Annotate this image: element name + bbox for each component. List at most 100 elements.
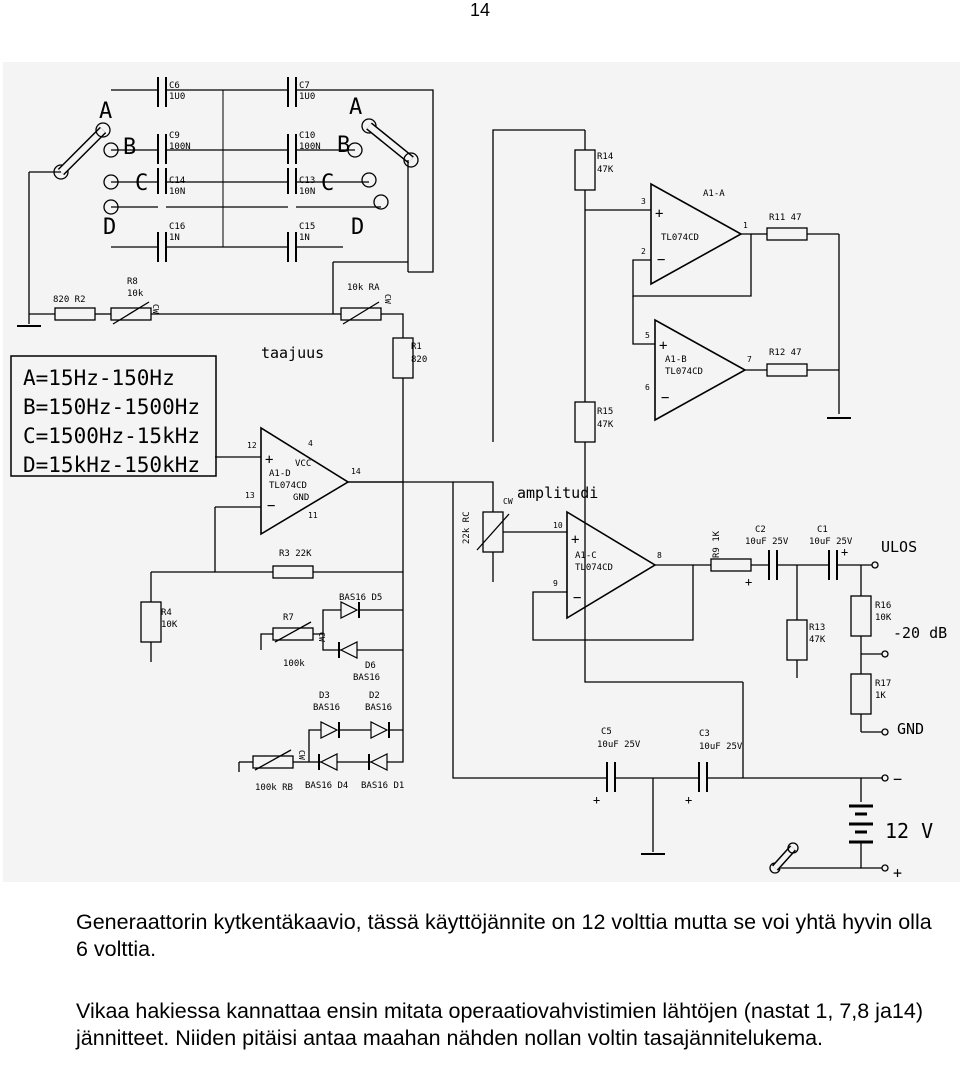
output-label: ULOS xyxy=(881,538,917,556)
svg-text:10N: 10N xyxy=(169,187,185,197)
svg-text:47K: 47K xyxy=(597,420,614,430)
page-number: 14 xyxy=(469,0,491,20)
svg-text:820 R2: 820 R2 xyxy=(53,295,86,305)
svg-text:8: 8 xyxy=(657,551,662,560)
switch-left-d: D xyxy=(103,215,116,240)
svg-text:10uF 25V: 10uF 25V xyxy=(809,537,853,547)
buffer-stages: R14 47K R15 47K + − A1-A TL074CD 3 2 1 R… xyxy=(492,129,851,683)
svg-text:10k: 10k xyxy=(127,289,144,299)
svg-text:47K: 47K xyxy=(597,165,614,175)
svg-text:1: 1 xyxy=(743,221,748,230)
svg-text:12: 12 xyxy=(247,441,257,450)
battery-voltage-label: 12 V xyxy=(885,819,933,843)
svg-text:10N: 10N xyxy=(299,187,315,197)
svg-text:R17: R17 xyxy=(875,679,891,689)
svg-text:CW: CW xyxy=(383,294,392,304)
capacitor-bank: C6 1U0 C7 1U0 C9 100N C10 100N C14 10N C… xyxy=(111,77,434,273)
svg-text:10K: 10K xyxy=(161,620,178,630)
svg-text:C9: C9 xyxy=(169,131,180,141)
range-c: C=1500Hz-15kHz xyxy=(23,424,200,448)
svg-text:100N: 100N xyxy=(299,142,321,152)
range-d: D=15kHz-150kHz xyxy=(23,453,200,477)
switch-left-a: A xyxy=(99,99,112,124)
svg-text:7: 7 xyxy=(747,355,752,364)
svg-text:C16: C16 xyxy=(169,222,185,232)
amplitude-stage: 22k RC CW amplitudi + − A1-C TL074CD 10 … xyxy=(348,481,769,702)
svg-text:TL074CD: TL074CD xyxy=(661,233,699,243)
svg-text:3: 3 xyxy=(641,197,646,206)
svg-text:C1: C1 xyxy=(817,525,828,535)
range-b: B=150Hz-1500Hz xyxy=(23,395,200,419)
svg-text:C5: C5 xyxy=(601,727,612,737)
range-switch-right: A B C D xyxy=(321,95,419,240)
svg-text:C7: C7 xyxy=(299,81,310,91)
svg-text:BAS16 D4: BAS16 D4 xyxy=(305,781,348,791)
svg-text:100k RB: 100k RB xyxy=(255,783,293,793)
svg-text:−: − xyxy=(573,590,581,606)
svg-text:BAS16 D5: BAS16 D5 xyxy=(339,593,382,603)
svg-text:−: − xyxy=(657,252,665,268)
range-legend-box: A=15Hz-150Hz B=150Hz-1500Hz C=1500Hz-15k… xyxy=(10,355,217,477)
svg-text:C2: C2 xyxy=(755,525,766,535)
switch-right-c: C xyxy=(321,171,334,196)
switch-right-d: D xyxy=(351,215,364,240)
svg-text:C10: C10 xyxy=(299,131,315,141)
svg-text:R4: R4 xyxy=(161,608,172,618)
frequency-resistor-network: 820 R2 R8 10k CW 10k RA CW taajuus R1 82… xyxy=(17,172,427,483)
svg-text:A1-B: A1-B xyxy=(665,355,687,365)
svg-text:C6: C6 xyxy=(169,81,180,91)
svg-text:1N: 1N xyxy=(169,233,180,243)
switch-right-b: B xyxy=(337,133,350,158)
svg-text:10uF 25V: 10uF 25V xyxy=(745,537,789,547)
svg-text:A1-C: A1-C xyxy=(575,551,597,561)
svg-text:−: − xyxy=(661,390,669,406)
svg-text:R12 47: R12 47 xyxy=(769,348,802,358)
svg-text:+: + xyxy=(659,338,667,354)
svg-text:+: + xyxy=(593,793,600,807)
amplitude-stabilization-network: R3 22K R4 10K R7 100k CW BAS16 D5 D6 BAS… xyxy=(140,482,404,793)
opamp-a1-d: + − A1-D TL074CD VCC GND 12 13 4 11 14 xyxy=(215,426,361,536)
svg-text:1U0: 1U0 xyxy=(169,92,185,102)
svg-text:+: + xyxy=(841,545,848,559)
svg-text:CW: CW xyxy=(297,750,306,760)
svg-text:R8: R8 xyxy=(127,277,138,287)
svg-text:CW: CW xyxy=(503,497,513,506)
svg-text:C14: C14 xyxy=(169,176,185,186)
battery-plus-label: + xyxy=(893,864,902,882)
svg-text:C15: C15 xyxy=(299,222,315,232)
svg-text:A1-A: A1-A xyxy=(703,189,725,199)
svg-text:R9 1K: R9 1K xyxy=(712,530,722,558)
output-network: C2 10uF 25V C1 10uF 25V + + ULOS R13 47K… xyxy=(742,525,947,778)
switch-left-b: B xyxy=(123,135,136,160)
svg-text:R1: R1 xyxy=(411,342,422,352)
svg-text:5: 5 xyxy=(645,331,650,340)
svg-text:4: 4 xyxy=(308,439,313,448)
svg-text:BAS16: BAS16 xyxy=(353,673,380,683)
svg-text:TL074CD: TL074CD xyxy=(575,563,613,573)
svg-text:13: 13 xyxy=(245,491,255,500)
svg-text:47K: 47K xyxy=(809,635,826,645)
amplitude-label: amplitudi xyxy=(517,484,598,502)
svg-text:R15: R15 xyxy=(597,407,613,417)
svg-text:VCC: VCC xyxy=(295,459,311,469)
svg-text:R7: R7 xyxy=(283,613,294,623)
svg-text:C3: C3 xyxy=(699,729,710,739)
caption-schematic: Generaattorin kytkentäkaavio, tässä käyt… xyxy=(76,910,932,961)
svg-text:10k RA: 10k RA xyxy=(347,283,380,293)
svg-text:+: + xyxy=(265,452,273,468)
svg-text:TL074CD: TL074CD xyxy=(665,367,703,377)
svg-text:R16: R16 xyxy=(875,601,891,611)
battery-minus-label: − xyxy=(893,770,902,788)
range-a: A=15Hz-150Hz xyxy=(23,366,175,390)
svg-text:10K: 10K xyxy=(875,613,892,623)
svg-text:D3: D3 xyxy=(319,691,330,701)
svg-text:A1-D: A1-D xyxy=(269,469,291,479)
svg-text:R3 22K: R3 22K xyxy=(279,549,312,559)
svg-text:+: + xyxy=(685,793,692,807)
svg-text:−: − xyxy=(267,498,275,514)
svg-text:+: + xyxy=(745,575,752,589)
svg-text:D6: D6 xyxy=(365,661,376,671)
svg-text:11: 11 xyxy=(308,511,318,520)
svg-text:C13: C13 xyxy=(299,176,315,186)
svg-text:R11 47: R11 47 xyxy=(769,213,802,223)
